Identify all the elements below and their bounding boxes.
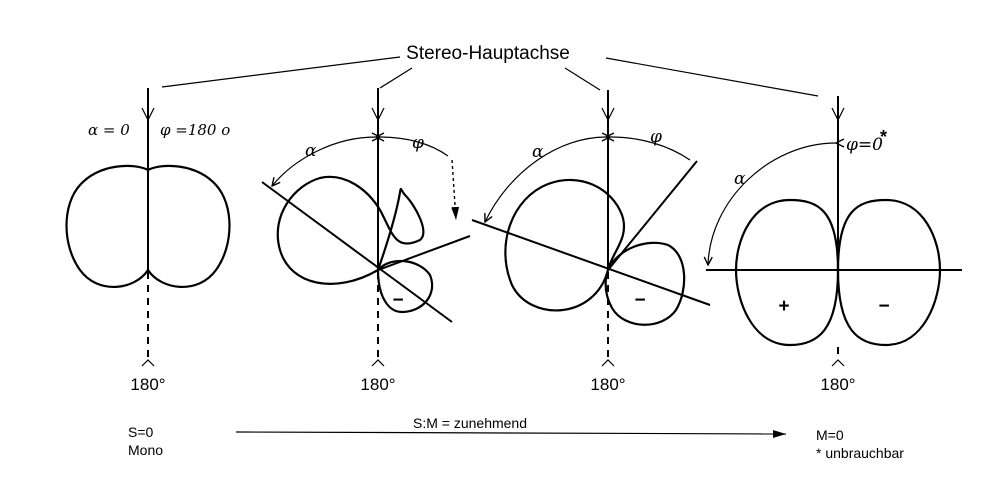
phi-label: φ	[412, 133, 424, 153]
panel-3: α φ − 180°	[471, 90, 711, 394]
arrow-head-icon	[831, 107, 845, 122]
phi-label: φ=0	[846, 135, 883, 155]
title-line-3	[564, 67, 601, 91]
title: Stereo-Hauptachse	[406, 43, 570, 64]
panel-1: α = 0 φ =180 o 180°	[65, 88, 231, 394]
phi-label: φ	[650, 127, 662, 147]
rotation-indicator	[451, 159, 460, 221]
rear-arrow-icon	[831, 359, 845, 367]
alpha-label: α	[532, 142, 544, 162]
main-lobe	[276, 175, 425, 285]
left-lobe	[734, 198, 840, 347]
phi-arc	[610, 137, 691, 161]
main-lobe	[504, 178, 626, 312]
alpha-arc	[272, 137, 376, 186]
alpha-arc	[485, 137, 606, 222]
rear-arrow-icon	[371, 359, 385, 367]
mic-axis-a	[471, 219, 711, 306]
mic-axis-b	[377, 235, 471, 271]
alpha-arc	[708, 143, 836, 265]
right-note-line-2: * unbrauchbar	[816, 445, 904, 461]
minus-sign: −	[392, 290, 403, 311]
title-line-4	[605, 57, 819, 97]
alpha-label: α = 0	[88, 121, 130, 139]
bottom-label: 180°	[820, 375, 855, 394]
right-note-line-1: M=0	[816, 427, 844, 443]
asterisk: *	[880, 127, 887, 147]
rear-arrow-icon	[141, 359, 155, 367]
bottom-label: 180°	[360, 375, 395, 394]
bottom-label: 180°	[130, 375, 165, 394]
left-note-line-2: Mono	[128, 442, 163, 458]
arrow-label: S:M = zunehmend	[413, 415, 527, 431]
progression-arrow	[235, 429, 787, 438]
arrow-head-icon	[141, 107, 155, 122]
left-note-line-1: S=0	[128, 424, 154, 440]
arrow-head-icon	[601, 107, 615, 122]
panel-4: φ=0 * α + − 180°	[706, 96, 962, 394]
phi-arc	[380, 137, 449, 157]
small-lobe	[604, 241, 686, 326]
cardioid-lobe	[65, 164, 231, 288]
alpha-label: α	[305, 141, 317, 161]
panel-2: α φ − 180°	[261, 88, 471, 394]
rear-arrow-icon	[601, 359, 615, 367]
right-lobe	[836, 198, 942, 347]
mic-axis-a	[261, 181, 453, 323]
alpha-label: α	[734, 169, 746, 189]
minus-sign: −	[878, 296, 889, 317]
plus-sign: +	[778, 296, 789, 317]
arrow-head-icon	[371, 107, 385, 122]
title-line-2	[379, 67, 413, 89]
small-lobe	[376, 259, 434, 314]
title-line-1	[161, 56, 401, 88]
minus-sign: −	[634, 290, 645, 311]
bottom-label: 180°	[590, 375, 625, 394]
phi-label: φ =180 o	[160, 121, 230, 139]
